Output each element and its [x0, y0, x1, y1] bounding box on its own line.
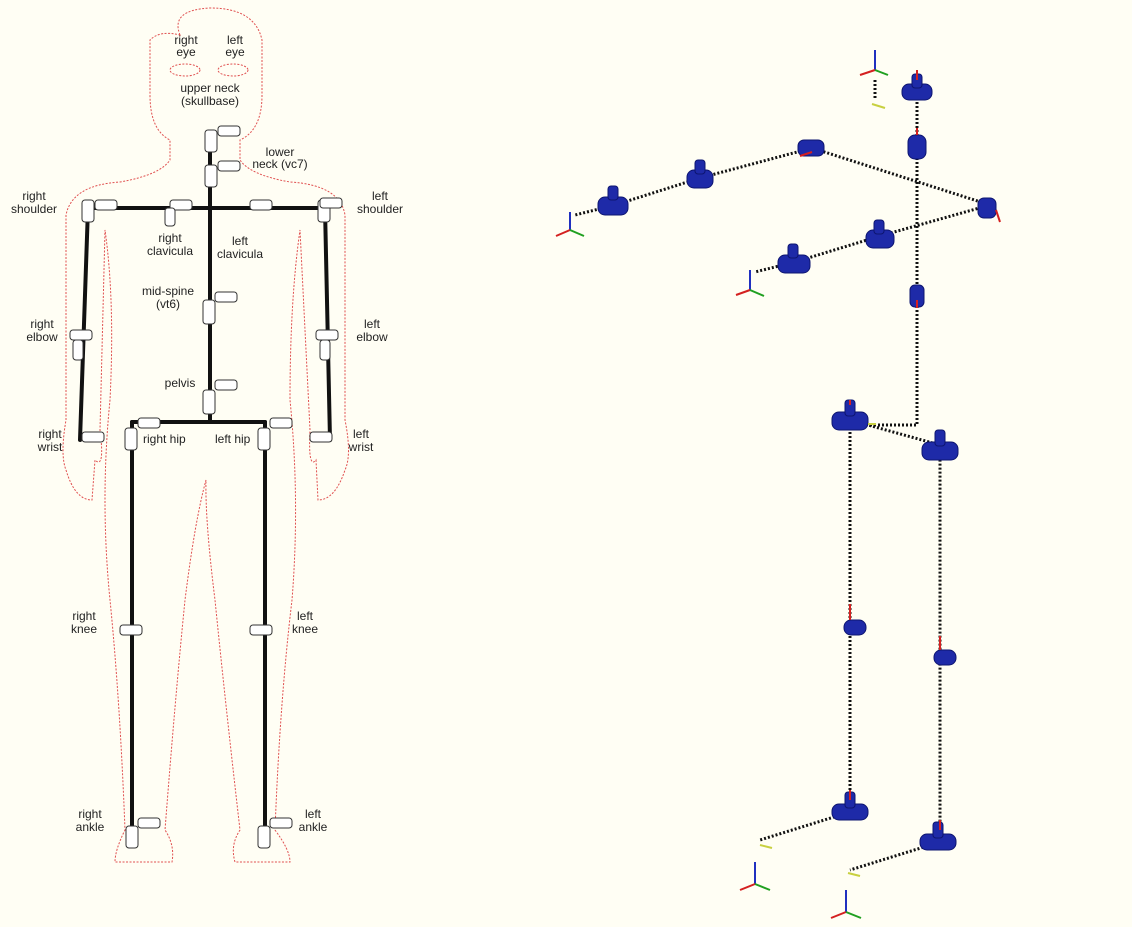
- joint-3d-neck: [907, 134, 927, 160]
- label-upper-neck: upper neck(skullbase): [180, 81, 240, 108]
- joint-3d-left-shoulder: [977, 197, 997, 219]
- axis-triad-right-foot: [739, 844, 773, 891]
- joint-3d-left-knee: [933, 649, 957, 666]
- skeleton-3d: [555, 50, 1001, 919]
- axis-triad-head: [859, 50, 889, 109]
- axis-triad-left-hand: [735, 270, 765, 297]
- label-pelvis: pelvis: [165, 376, 196, 390]
- joint-3d-right-knee: [843, 619, 867, 636]
- joint-3d-left-elbow: [777, 243, 811, 274]
- joint-3d-chest: [797, 139, 825, 157]
- joint-3d-left-hip: [921, 429, 959, 461]
- axis-triad-left-foot: [830, 872, 862, 919]
- axis-triad-right-hand: [555, 212, 585, 237]
- joint-axis-stubs: [799, 70, 1001, 830]
- joint-3d-left-ankle: [919, 821, 957, 851]
- body-outline: [62, 7, 349, 863]
- joint-3d-left-clavicle: [865, 219, 895, 249]
- joint-3d-right-shoulder: [597, 185, 629, 216]
- label-left-hip: left hip: [215, 432, 251, 446]
- label-right-hip: right hip: [143, 432, 186, 446]
- joint-3d-right-clavicle: [686, 159, 714, 189]
- joint-3d-head: [901, 73, 933, 101]
- label-mid-spine: mid-spine(vt6): [142, 284, 194, 311]
- sensor-markers: [69, 125, 343, 849]
